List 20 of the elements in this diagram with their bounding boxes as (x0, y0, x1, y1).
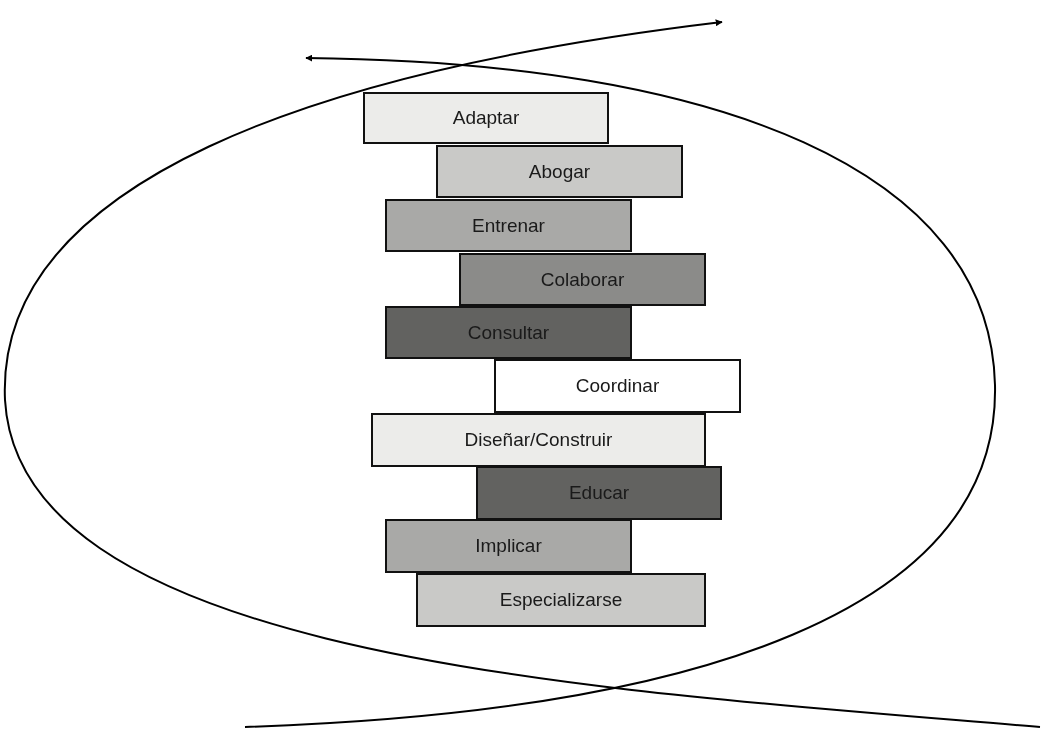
block (363, 92, 609, 144)
block (385, 306, 632, 359)
block-label: Entrenar (472, 214, 545, 237)
block (436, 145, 683, 198)
block (385, 199, 632, 252)
block (385, 519, 632, 573)
block-label: Abogar (528, 160, 591, 183)
block (459, 253, 706, 306)
block (476, 466, 722, 520)
block-label: Diseñar/Construir (464, 429, 613, 451)
block-label: Implicar (475, 535, 542, 557)
block (416, 573, 706, 627)
block-label: Colaborar (540, 268, 625, 291)
block-label: Coordinar (575, 375, 660, 397)
block-label: Educar (568, 482, 630, 504)
block-label: Consultar (467, 321, 550, 344)
block-label: Especializarse (499, 589, 623, 611)
block (494, 359, 741, 413)
block (371, 413, 706, 467)
block-label: Adaptar (452, 107, 520, 129)
